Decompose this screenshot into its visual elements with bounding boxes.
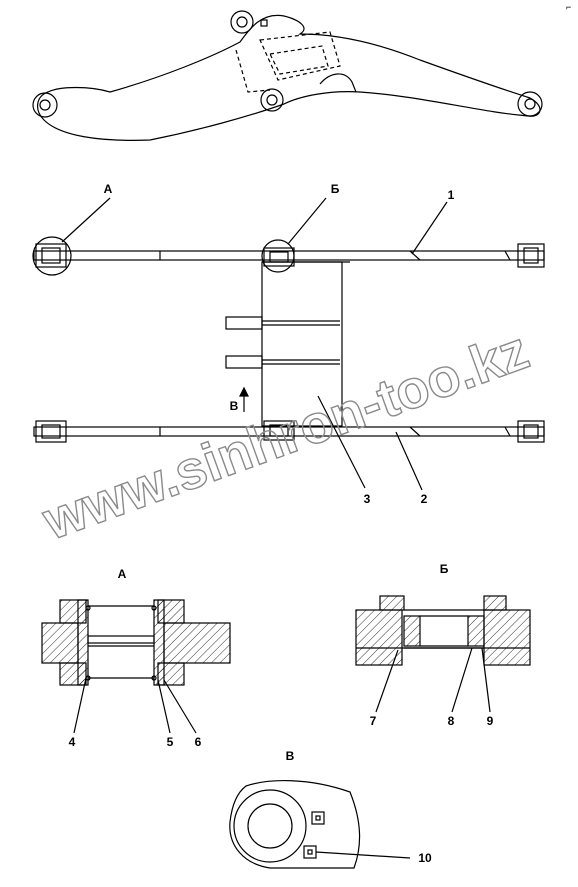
label-part-2: 2 — [421, 492, 428, 506]
label-part-7: 7 — [370, 714, 377, 728]
label-part-3: 3 — [364, 492, 371, 506]
label-part-6: 6 — [195, 735, 202, 749]
label-part-1: 1 — [448, 188, 455, 202]
detail-b-title: Б — [440, 562, 449, 576]
view-v-title: В — [286, 749, 295, 763]
label-part-9: 9 — [487, 714, 494, 728]
label-view-b: Б — [331, 182, 340, 196]
label-part-10: 10 — [418, 851, 432, 865]
label-view-v-arrow: В — [230, 399, 239, 413]
label-part-8: 8 — [448, 714, 455, 728]
label-view-a: А — [104, 182, 113, 196]
detail-a-title: А — [118, 567, 127, 581]
label-part-5: 5 — [167, 735, 174, 749]
label-part-4: 4 — [69, 735, 76, 749]
boom-top-view — [32, 197, 545, 491]
view-v-end-piece — [229, 780, 411, 869]
detail-b-section — [355, 595, 531, 713]
boom-side-view — [32, 10, 543, 141]
detail-a-section — [41, 599, 231, 734]
corner-mark: ⌐ — [566, 2, 571, 12]
